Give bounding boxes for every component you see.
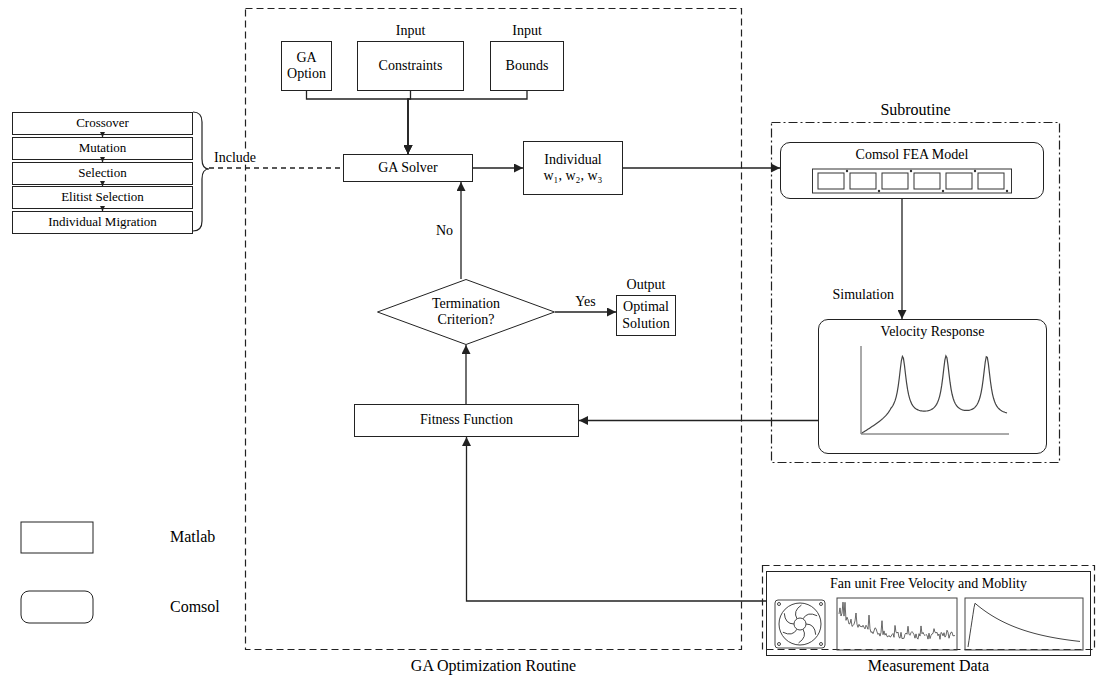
node-text: Mutation [79,141,127,156]
edge-label: Include [212,150,258,165]
option-box: GA Option [281,41,332,91]
node-text: GA Option [286,50,327,82]
fan-illustration [771,596,1086,652]
operator-box: Mutation [12,137,193,160]
flow-arrow [408,91,527,154]
flow-arrow [579,420,818,421]
solver-box: GA Solver [343,154,473,182]
node-text: Fan unit Free Velocity and Moblity [830,576,1027,592]
node-heading: GA Optimization Routine [411,657,576,675]
group-bracket [193,112,209,231]
edge-label: No [434,223,455,238]
node-text: Crossover [76,116,129,131]
fea-illustration [812,167,1012,195]
include-link [209,167,343,168]
node-text: w₁, w₂, w₃ [544,168,603,184]
flow-arrow [465,345,466,404]
operator-box: Elitist Selection [12,186,193,209]
fea-model-box: Comsol FEA Model [780,142,1044,199]
node-text: Bounds [506,58,549,74]
node-text: Velocity Response [881,324,985,340]
individual-box: Individualw₁, w₂, w₃ [523,141,623,195]
node-text: Individual [544,152,602,168]
flow-arrow [555,311,616,312]
input-box: InputConstraints [357,41,464,91]
legend-text: Comsol [170,598,220,616]
fitness-box: Fitness Function [354,404,579,437]
legend-sample [20,521,94,554]
decision-diamond: Termination Criterion? [377,279,555,345]
operator-box: Individual Migration [12,211,193,234]
node-text: Individual Migration [48,215,157,230]
node-text: Optimal Solution [621,299,671,331]
diamond-outline [378,280,555,345]
measurement-box: Fan unit Free Velocity and Moblity [766,571,1091,656]
node-heading: Input [396,23,426,39]
edge-label: Yes [573,294,597,309]
flow-arrow [901,199,902,319]
node-text: Elitist Selection [61,190,144,205]
node-text: GA Solver [378,160,438,176]
flow-arrow [460,182,461,279]
routine-frame: GA OptionInputConstraintsInputBoundsGA S… [245,8,742,650]
node-text: Selection [78,166,126,181]
output-box: OutputOptimal Solution [616,295,676,336]
measurement-frame: Fan unit Free Velocity and MoblityMeasur… [762,565,1095,650]
subroutine-frame: Comsol FEA ModelVelocity ResponseSubrout… [771,122,1060,463]
response-box: Velocity Response [818,319,1047,454]
flow-arrow [467,437,767,601]
operator-box: Crossover [12,112,193,135]
node-heading: Subroutine [880,101,950,119]
operator-box: Selection [12,162,193,185]
node-heading: Measurement Data [868,657,989,675]
legend-item: Comsol [20,590,220,624]
legend-item: Matlab [20,521,215,554]
legend-sample [20,590,94,624]
flow-arrow [307,91,409,154]
node-text: Comsol FEA Model [856,147,969,163]
node-text: Fitness Function [420,412,513,428]
frame-outline [763,566,1095,650]
input-box: InputBounds [490,41,564,91]
legend-text: Matlab [170,528,215,546]
node-text: Constraints [379,58,443,74]
vel-illustration [853,344,1013,439]
node-heading: Input [512,23,542,39]
node-text: Termination Criterion? [413,296,518,328]
flow-arrow [473,167,523,168]
edge-label: Simulation [831,287,896,302]
node-heading: Output [627,277,666,293]
frame-outline [246,9,742,650]
flow-arrow [623,167,780,168]
frame-outline [772,123,1060,463]
